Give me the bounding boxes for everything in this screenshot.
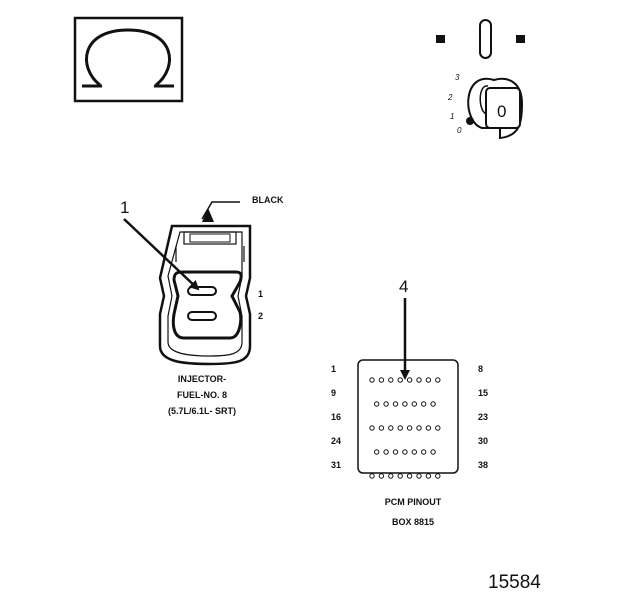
pcm-pin	[416, 473, 422, 479]
pcm-pin	[406, 473, 413, 479]
pcm-pin	[388, 425, 394, 431]
injector-caption-line-2: FUEL-NO. 8	[177, 390, 227, 400]
key-label: 0	[497, 102, 506, 121]
pcm-pin	[416, 377, 422, 383]
pcm-pin	[383, 449, 389, 455]
pcm-row-start-5: 31	[331, 460, 341, 470]
pcm-pin	[411, 401, 417, 407]
pcm-row-end-4: 30	[478, 436, 488, 446]
pcm-row-start-1: 1	[331, 364, 336, 374]
pcm-pin	[402, 401, 408, 407]
pcm-pin	[374, 401, 380, 407]
pcm-caption-line-1: PCM PINOUT	[385, 497, 442, 507]
pcm-pin	[425, 473, 432, 479]
pcm-pin	[397, 473, 403, 479]
callout-1: 1	[120, 198, 129, 217]
key-position-1: 1	[450, 112, 454, 121]
callout-1-arrow	[123, 218, 200, 291]
pcm-pin	[392, 401, 399, 407]
pcm-pin	[374, 449, 380, 455]
pcm-pin	[435, 377, 441, 383]
key-position-0: 0	[457, 126, 462, 135]
key-position-2: 2	[447, 93, 453, 102]
pcm-pin	[435, 473, 441, 479]
pcm-pin	[416, 425, 422, 431]
pcm-pin	[430, 449, 436, 455]
figure-number: 15584	[488, 572, 541, 593]
pcm-pin	[378, 473, 385, 479]
pcm-row-start-3: 16	[331, 412, 341, 422]
injector-connector-housing	[158, 224, 252, 366]
pcm-pin	[378, 377, 385, 383]
pcm-row-end-2: 15	[478, 388, 488, 398]
pcm-pin	[430, 401, 436, 407]
pcm-pin-grid	[369, 377, 441, 479]
injector-pin-1	[187, 286, 217, 296]
injector-pin-2	[187, 311, 217, 321]
injector-connector: BLACK 1 2 1 INJECTOR- FUEL-NO. 8 (5.7L/6…	[120, 195, 284, 416]
pcm-connector-face	[357, 359, 459, 474]
pcm-pin	[378, 425, 385, 431]
wire-color-label: BLACK	[252, 195, 284, 205]
pcm-pin	[397, 425, 403, 431]
pcm-row-end-5: 38	[478, 460, 488, 470]
pcm-pin	[406, 425, 413, 431]
pcm-caption-line-2: BOX 8815	[392, 517, 434, 527]
pcm-pin	[421, 401, 427, 407]
pcm-pin	[369, 473, 375, 479]
pcm-pin	[388, 473, 394, 479]
pcm-pin	[425, 377, 432, 383]
ignition-key-icon: 3 2 1 0 0	[436, 19, 525, 140]
callout-4: 4	[399, 277, 408, 296]
omega-icon	[85, 28, 171, 87]
pcm-pin	[383, 401, 389, 407]
pcm-row-start-2: 9	[331, 388, 336, 398]
pcm-pin	[402, 449, 408, 455]
pcm-pin	[411, 449, 417, 455]
pcm-pin	[421, 449, 427, 455]
pin-label-2: 2	[258, 311, 263, 321]
pcm-row-start-4: 24	[331, 436, 341, 446]
pcm-pin	[369, 377, 375, 383]
key-position-3: 3	[455, 73, 460, 82]
pcm-pin	[406, 377, 413, 383]
pcm-row-end-3: 23	[478, 412, 488, 422]
pcm-row-end-1: 8	[478, 364, 483, 374]
injector-caption-line-3: (5.7L/6.1L- SRT)	[168, 406, 236, 416]
ohmmeter-symbol	[73, 16, 184, 103]
pcm-pin	[397, 377, 403, 383]
pcm-pin	[369, 425, 375, 431]
pcm-pin	[392, 449, 399, 455]
pcm-pin	[425, 425, 432, 431]
pin-label-1: 1	[258, 289, 263, 299]
pcm-connector: 4 1 9 16 24 31 8 15 23 30 38 PCM PINOUT …	[331, 277, 488, 527]
pcm-pin	[388, 377, 394, 383]
injector-caption-line-1: INJECTOR-	[178, 374, 226, 384]
pcm-pin	[435, 425, 441, 431]
